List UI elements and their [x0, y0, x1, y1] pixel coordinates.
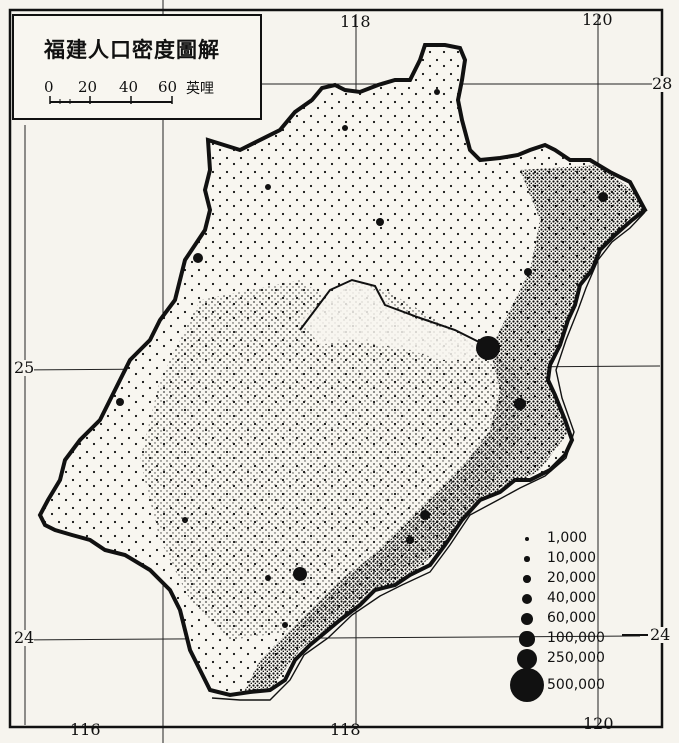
legend-dot [516, 648, 538, 670]
legend-row: 1,000 [505, 529, 665, 549]
legend-row: 40,000 [505, 589, 665, 609]
legend-row: 10,000 [505, 549, 665, 569]
lon-label-top-118: 118 [340, 12, 371, 31]
map-frame [8, 8, 664, 729]
scale-tick-40: 40 [119, 78, 139, 96]
lon-label-top-120: 120 [582, 10, 613, 29]
legend-value: 100,000 [547, 630, 605, 646]
legend-row: 500,000 [505, 668, 665, 702]
scale-tick-0: 0 [44, 78, 54, 96]
lat-label-right-24: 24 [650, 625, 671, 644]
lon-label-bottom-116: 116 [70, 720, 101, 739]
legend-dot [520, 612, 534, 626]
map-title: 福建人口密度圖解 [44, 37, 220, 62]
title-box: 福建人口密度圖解 0 20 40 60 英哩 [12, 14, 262, 120]
legend-row: 20,000 [505, 569, 665, 589]
legend-dot [521, 593, 533, 605]
legend-dot [523, 575, 531, 583]
lon-label-bottom-120: 120 [583, 714, 614, 733]
legend-dot [510, 668, 544, 702]
legend-value: 500,000 [547, 677, 605, 693]
legend-value: 250,000 [547, 650, 605, 666]
city-dots [116, 89, 608, 628]
legend-row: 250,000 [505, 648, 665, 670]
legend-value: 10,000 [547, 550, 596, 566]
scale-tick-60: 60 [158, 78, 178, 96]
legend-value: 40,000 [547, 590, 596, 606]
legend-value: 60,000 [547, 610, 596, 626]
lat-label-right-28: 28 [652, 74, 673, 93]
lon-label-bottom-118: 118 [330, 720, 361, 739]
legend-dot [519, 631, 535, 647]
lat-label-left-24: 24 [14, 628, 35, 647]
legend-row: 100,000 [505, 629, 665, 649]
scale-tick-20: 20 [78, 78, 98, 96]
internal-boundary [299, 278, 486, 346]
legend-value: 20,000 [547, 570, 596, 586]
legend: 1,000 10,000 20,000 40,000 60,000 100,000 250,… [505, 525, 655, 715]
coastline [211, 211, 646, 701]
legend-dot [525, 537, 529, 541]
lat-label-left-25: 25 [14, 358, 35, 377]
scale-unit: 英哩 [186, 81, 214, 97]
legend-row: 60,000 [505, 609, 665, 629]
legend-dot [524, 556, 530, 562]
scale-bar [49, 96, 173, 104]
legend-value: 1,000 [547, 530, 588, 546]
